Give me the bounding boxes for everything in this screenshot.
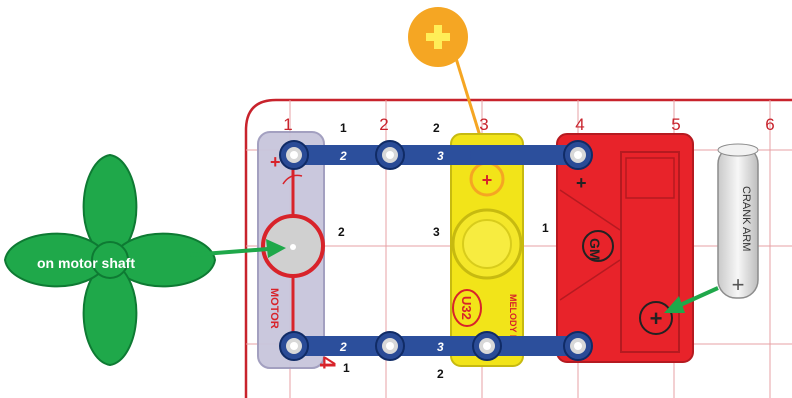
wire-bottom-b [380, 336, 500, 356]
snap [375, 331, 405, 361]
column-label-1: 1 [283, 115, 292, 134]
wire-top-b [380, 145, 500, 165]
generator-plus: + [576, 173, 587, 193]
arrows [189, 239, 719, 313]
column-label-6: 6 [765, 115, 774, 134]
fan: on motor shaft [3, 153, 217, 367]
snap [563, 140, 593, 170]
column-label-3: 3 [479, 115, 488, 134]
ic-plus: + [482, 170, 493, 190]
fan-arrow-head [266, 239, 286, 258]
ic-middle-level: 3 [433, 225, 440, 239]
column-label-2: 2 [379, 115, 388, 134]
crank-arm: CRANK ARM + [717, 143, 759, 299]
wire-top-a-level: 1 [340, 121, 347, 135]
fan-label: on motor shaft [37, 255, 135, 271]
generator-code: GM [587, 238, 603, 261]
snap [563, 331, 593, 361]
wire-bottom-b-label: 3 [437, 340, 444, 354]
crank-arm-label: CRANK ARM [740, 186, 752, 251]
motor: + M4 MOTOR [257, 131, 340, 369]
wire-bottom-a-level: 1 [343, 361, 350, 375]
callout-plus-icon [434, 25, 442, 49]
snaps [279, 140, 593, 361]
snap [472, 331, 502, 361]
motor-name: MOTOR [268, 288, 280, 329]
wire-bottom-a [284, 336, 404, 356]
wire-top-b-level: 2 [433, 121, 440, 135]
crank-arrow-head [664, 296, 685, 313]
motor-middle-level: 2 [338, 225, 345, 239]
crank-arm-icon: + [732, 272, 745, 297]
wire-top-c [470, 145, 590, 165]
fan-icon [3, 153, 217, 367]
generator-middle-level: 1 [542, 221, 549, 235]
snap [375, 140, 405, 170]
generator-crank-socket: + [650, 306, 663, 331]
generator: + GM + [556, 133, 694, 363]
wire-top-a [284, 145, 404, 165]
ic-name: MELODY IC [508, 294, 518, 344]
wires: 2 3 2 3 1 2 1 2 2 3 1 [284, 121, 590, 381]
wire-bottom-a-label: 2 [339, 340, 347, 354]
crank-arrow [677, 286, 719, 308]
melody-ic: + U32 MELODY IC [450, 133, 524, 367]
snap [279, 140, 309, 170]
snap [279, 331, 309, 361]
wire-top-b-label: 3 [437, 149, 444, 163]
column-label-5: 5 [671, 115, 680, 134]
wire-bottom-b-level: 2 [437, 367, 444, 381]
motor-plus: + [270, 152, 281, 172]
ic-code: U32 [459, 296, 474, 320]
column-label-4: 4 [575, 115, 584, 134]
fan-arrow [189, 247, 269, 257]
wire-top-a-label: 2 [339, 149, 347, 163]
